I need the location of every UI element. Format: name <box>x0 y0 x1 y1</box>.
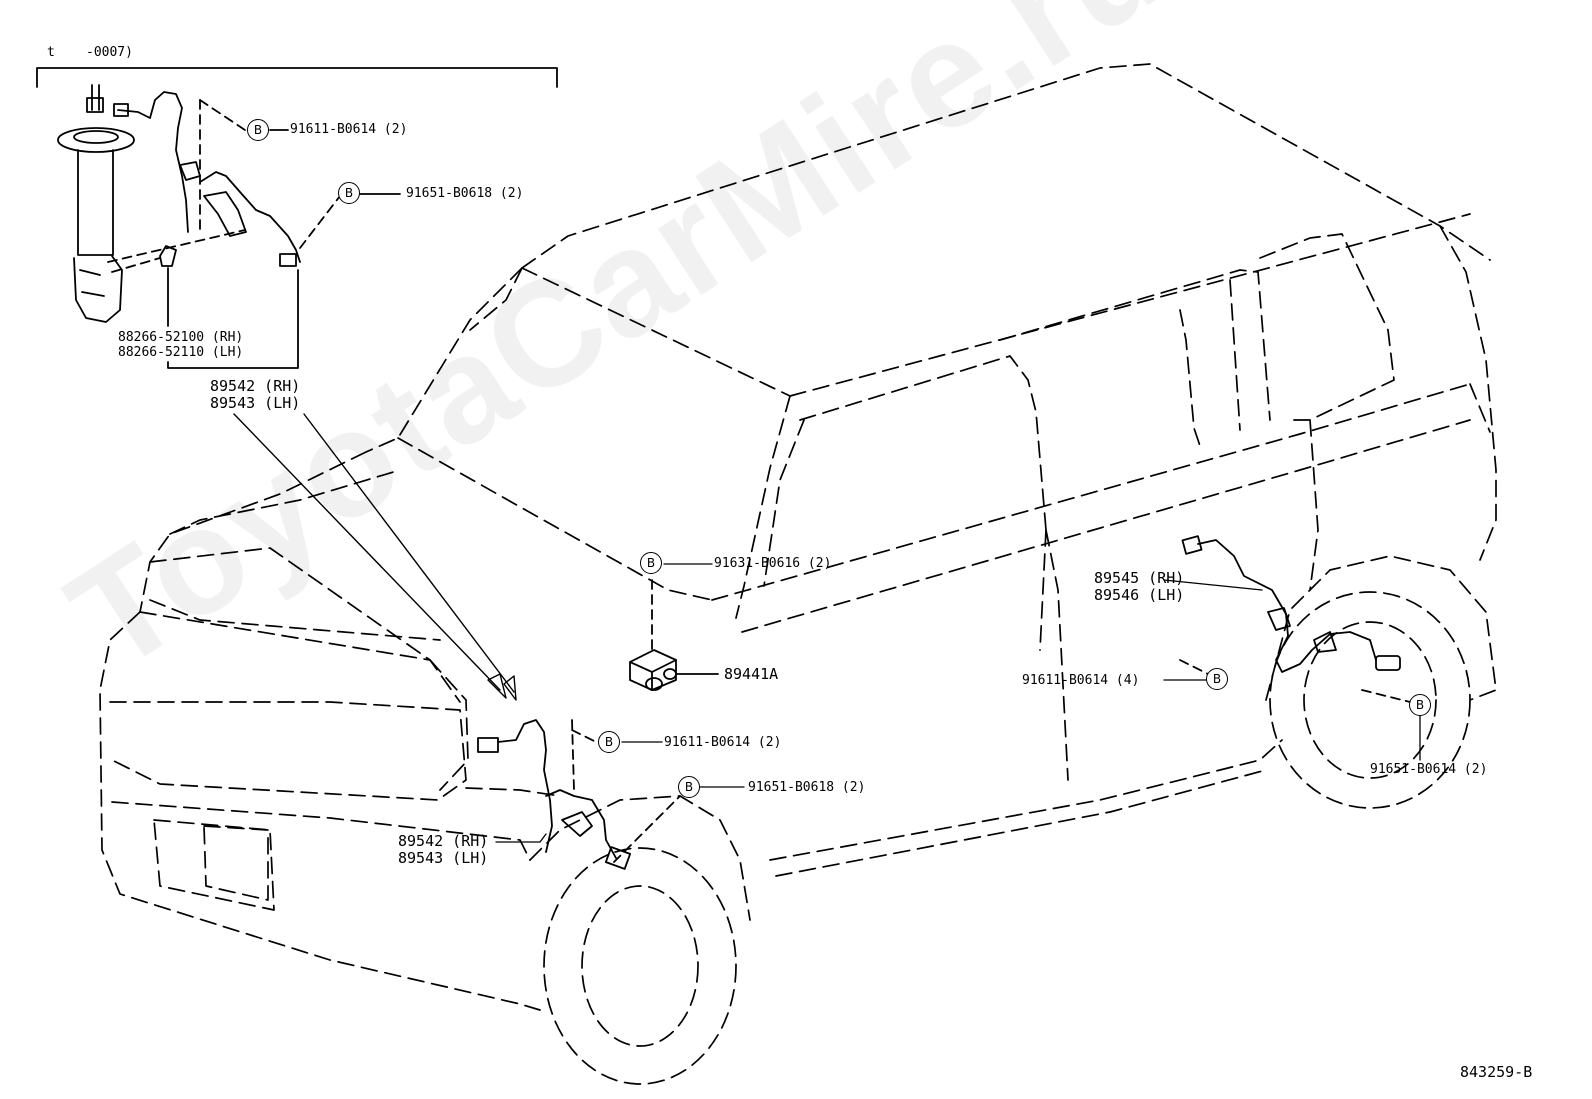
vehicle-outline <box>99 63 1497 1085</box>
inset-bolt-1-part: 91611-B0614 (2) <box>290 122 408 137</box>
bolt-symbol: B <box>247 119 269 141</box>
front-speed-sensor <box>477 579 1411 870</box>
leader-lines <box>495 563 1421 843</box>
abs-ecu <box>629 649 719 691</box>
front-sensor-rh: 89542 (RH) <box>398 832 489 850</box>
bolt-symbol: B <box>338 182 360 204</box>
inset-header-suffix: -0007) <box>86 45 133 60</box>
inset-strut-assembly <box>36 67 558 369</box>
rear-sensor-rh: 89545 (RH) <box>1094 569 1185 587</box>
bolt-symbol: B <box>598 731 620 753</box>
inset-clamp-lh: 88266-52110 (LH) <box>118 345 244 360</box>
figure-code: 843259-B <box>1460 1063 1533 1081</box>
bolt-symbol: B <box>678 776 700 798</box>
ecu-bolt-part: 91631-B0616 (2) <box>714 556 832 571</box>
inset-header-prefix: t <box>47 45 55 60</box>
front-sensor-lh: 89543 (LH) <box>398 849 489 867</box>
bolt-symbol: B <box>1206 668 1228 690</box>
inset-sensor-lh: 89543 (LH) <box>210 394 301 412</box>
bolt-symbol: B <box>640 552 662 574</box>
callout-arrows <box>233 413 517 701</box>
bolt-symbol: B <box>1409 694 1431 716</box>
front-bolt-1-part: 91611-B0614 (2) <box>664 735 782 750</box>
front-bolt-2-part: 91651-B0618 (2) <box>748 780 866 795</box>
rear-speed-sensor <box>1181 535 1401 673</box>
rear-sensor-lh: 89546 (LH) <box>1094 586 1185 604</box>
inset-sensor-rh: 89542 (RH) <box>210 377 301 395</box>
ecu-part: 89441A <box>724 665 779 683</box>
rear-bolt-2-part: 91651-B0614 (2) <box>1370 762 1488 777</box>
rear-bolt-1-part: 91611-B0614 (4) <box>1022 673 1140 688</box>
inset-bolt-2-part: 91651-B0618 (2) <box>406 186 524 201</box>
inset-clamp-rh: 88266-52100 (RH) <box>118 330 244 345</box>
